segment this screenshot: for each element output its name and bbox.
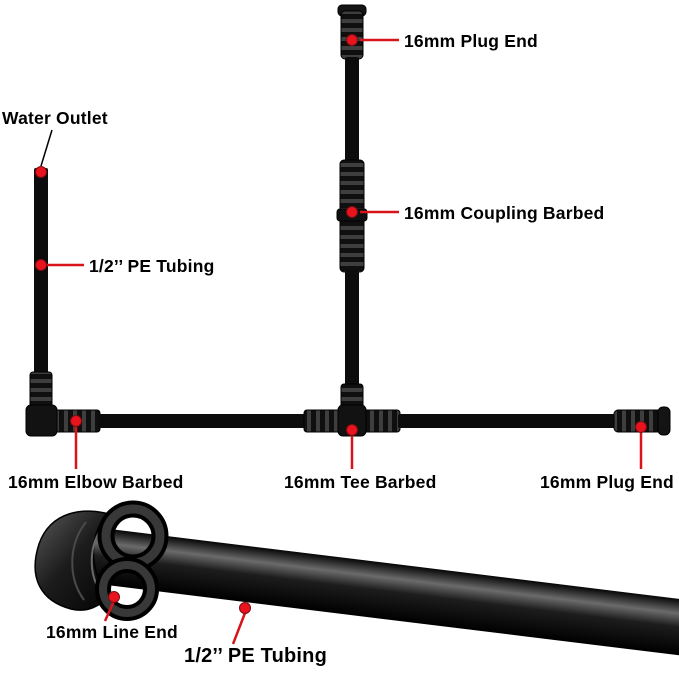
clamp-bottom-ring xyxy=(99,561,155,617)
tee-fitting xyxy=(303,383,401,437)
elbow-marker-dot xyxy=(70,415,82,427)
label-top-plug: 16mm Plug End xyxy=(404,31,538,51)
water-outlet-leader-line xyxy=(40,129,53,167)
center-tube-upper xyxy=(345,57,359,162)
coupling-marker-dot xyxy=(346,206,358,218)
label-coupling: 16mm Coupling Barbed xyxy=(404,203,605,223)
photo-line-end xyxy=(34,500,679,663)
line-end-marker-dot xyxy=(108,591,120,603)
pe-bottom-marker-dot xyxy=(239,602,251,614)
label-right-plug: 16mm Plug End xyxy=(540,472,674,492)
label-pe-tubing-bottom: 1/2’’ PE Tubing xyxy=(184,645,328,667)
right-plug-fitting xyxy=(613,406,671,436)
left-tube xyxy=(34,168,48,376)
photo-fold-ridge-2 xyxy=(71,521,87,601)
label-water-outlet: Water Outlet xyxy=(2,108,108,128)
bottom-tube-right xyxy=(398,414,616,428)
elbow-fitting xyxy=(25,371,101,437)
label-elbow: 16mm Elbow Barbed xyxy=(8,472,184,492)
center-tube-lower xyxy=(345,270,359,390)
bottom-tube-left xyxy=(98,414,305,428)
photo-tube xyxy=(53,523,679,663)
line-end-leader-line xyxy=(103,600,116,622)
pe-left-marker-dot xyxy=(35,259,47,271)
label-tee: 16mm Tee Barbed xyxy=(284,472,437,492)
right-plug-marker-dot xyxy=(635,421,647,433)
elbow-corner xyxy=(25,404,58,437)
top-plug-fitting xyxy=(337,4,367,60)
pe-bottom-leader-line xyxy=(231,612,247,645)
label-pe-tubing-left: 1/2’’ PE Tubing xyxy=(89,256,215,276)
label-line-end: 16mm Line End xyxy=(46,622,178,642)
tee-marker-dot xyxy=(346,424,358,436)
top-plug-marker-dot xyxy=(346,34,358,46)
right-plug-cap xyxy=(657,406,671,436)
water-outlet-marker-dot xyxy=(35,166,47,178)
